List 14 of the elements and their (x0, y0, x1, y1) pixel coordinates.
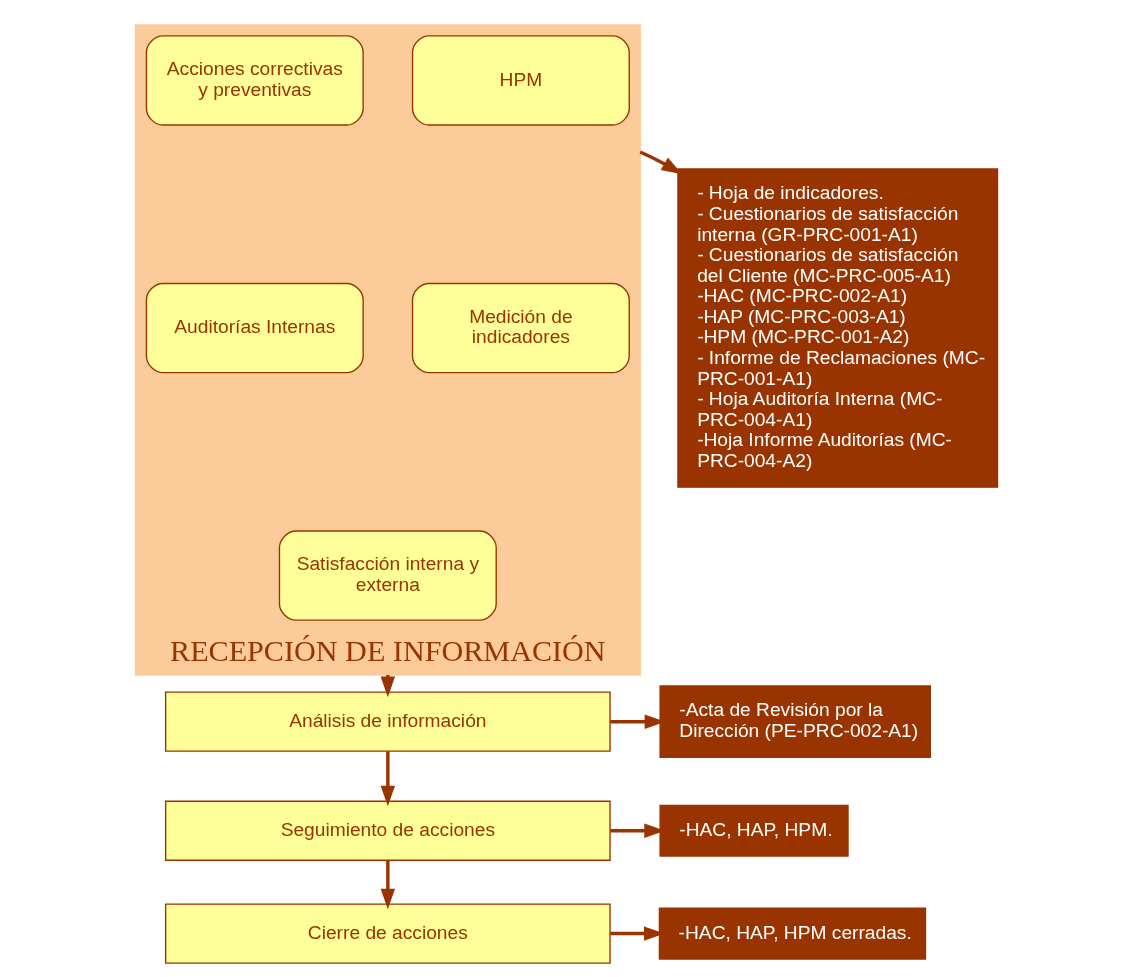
node-box: Seguimiento de acciones (164, 800, 611, 861)
node-box: Medición de indicadores (411, 282, 630, 374)
node-box: Acciones correctivas y preventivas (145, 35, 364, 126)
arrow (380, 751, 396, 807)
node-box: Análisis de información (164, 691, 611, 752)
node-box: -HAC, HAP, HPM cerradas. (658, 907, 927, 960)
node-box: HPM (411, 35, 630, 126)
arrow (380, 860, 396, 910)
node-box: Auditorías Internas (145, 282, 364, 374)
node-box: Satisfacción interna y externa (278, 530, 497, 621)
node-box: -Acta de Revisión por la Dirección (PE-PRC-002-A1) (659, 685, 931, 758)
node-box: Cierre de acciones (164, 903, 611, 964)
node-box: -HAC, HAP, HPM. (659, 804, 849, 857)
node-box: - Hoja de indicadores. - Cuestionarios de satisfacción interna (GR-PRC-001-A1) - Cuestionarios de satisfacción del Cliente (MC-PRC-005-A1) -HAC (MC-PRC-002-A1) -HAP (MC-PRC-003-A1) -HPM (MC-PRC-001-A2) - Informe de Reclamaciones (MC-PRC-001-A1) - Hoja Auditoría Interna (MC-PRC-004-A1) -Hoja Informe Auditorías (MC-PRC-004-A2) (677, 168, 999, 488)
